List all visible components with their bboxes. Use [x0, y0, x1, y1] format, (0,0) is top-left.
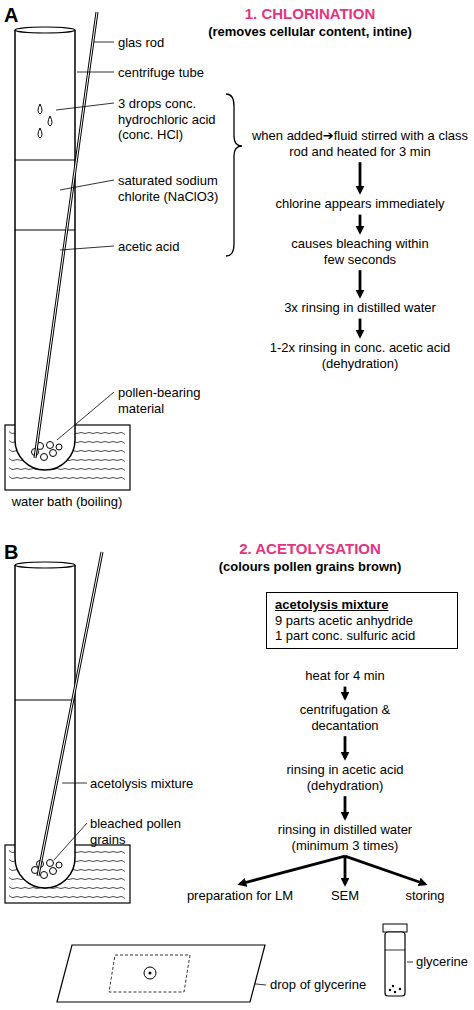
tube-rim	[15, 562, 75, 568]
step-text: heat for 4 min	[270, 668, 420, 684]
cover-area	[109, 955, 190, 992]
leader-lines	[56, 42, 114, 440]
liquid-interface	[15, 160, 75, 161]
step-text: SEM	[320, 888, 370, 904]
part-label: drop of glycerine	[270, 977, 380, 993]
pollen-dots	[389, 985, 401, 993]
step-label: storing	[390, 888, 460, 904]
panel-letter: B	[4, 540, 18, 564]
wave-stroke	[9, 896, 125, 899]
step-detail: 1 part conc. sulfuric acid	[275, 628, 449, 644]
glycerine-drop	[144, 967, 156, 979]
part-label: centrifuge tube	[118, 65, 204, 81]
panel-subheading: (colours pollen grains brown)	[180, 559, 440, 575]
panel-subheading: (removes cellular content, intine)	[180, 24, 440, 40]
part-label: water bath (boiling)	[7, 494, 127, 510]
step-detail: 9 parts acetic anhydride	[275, 613, 449, 629]
step-text: rinsing in acetic acid (dehydration)	[260, 762, 430, 793]
part-label: pollen-bearing material	[118, 385, 228, 416]
flow-arrow	[344, 796, 347, 818]
flow-arrow	[359, 319, 362, 336]
recipe-box: acetolysis mixture9 parts acetic anhydri…	[266, 592, 458, 649]
liquid-interface	[15, 700, 75, 701]
step-label: 3x rinsing in distilled water	[250, 300, 470, 316]
flow-arrow	[345, 856, 425, 884]
part-label: acetic acid	[118, 239, 179, 255]
step-label: acetolysis mixture	[275, 597, 449, 613]
flow-arrow	[359, 215, 362, 232]
step-label: heat for 4 min	[270, 668, 420, 684]
step-label: chlorine appears immediately	[250, 196, 470, 212]
vial-cap	[383, 924, 407, 932]
tube-rim	[15, 27, 75, 33]
step-label: preparation for LM	[175, 888, 305, 904]
step-label: rinsing in acetic acid (dehydration)	[260, 762, 430, 793]
glass-rod-highlight	[35, 12, 97, 458]
flow-arrow	[344, 687, 347, 698]
flow-arrow	[344, 856, 347, 884]
acid-drops	[38, 104, 52, 138]
step-text: preparation for LM	[175, 888, 305, 904]
step-label: centrifugation & decantation	[295, 702, 395, 733]
step-text: causes bleaching within few seconds	[280, 236, 440, 267]
flow-arrow	[359, 162, 362, 192]
microscope-slide	[57, 945, 265, 1002]
part-label: saturated sodium chlorite (NaClO3)	[118, 173, 228, 204]
panel-heading: 1. CHLORINATION	[200, 5, 420, 23]
step-label: 1-2x rinsing in conc. acetic acid (dehyd…	[260, 340, 460, 371]
glass-rod	[35, 12, 97, 458]
part-label: 3 drops conc. hydrochloric acid (conc. H…	[118, 96, 228, 143]
step-label: SEM	[320, 888, 370, 904]
flow-arrow	[359, 270, 362, 296]
step-label: rinsing in distilled water (minimum 3 ti…	[255, 822, 435, 853]
part-label: glycerine	[416, 954, 468, 970]
pollen-grains	[32, 860, 63, 879]
step-text: centrifugation & decantation	[295, 702, 395, 733]
pollen-dot	[149, 972, 152, 975]
step-text: 1-2x rinsing in conc. acetic acid (dehyd…	[260, 340, 460, 371]
part-label: glas rod	[118, 35, 164, 51]
vial	[385, 932, 405, 996]
liquid-interface	[385, 950, 405, 951]
step-label: when added➔fluid stirred with a class ro…	[249, 128, 471, 159]
step-text: 3x rinsing in distilled water	[250, 300, 470, 316]
flow-arrow	[240, 856, 345, 884]
step-text: storing	[390, 888, 460, 904]
wave-stroke	[9, 468, 125, 471]
centrifuge-tube	[15, 30, 75, 470]
panel-heading: 2. ACETOLYSATION	[200, 540, 420, 558]
panel-letter: A	[4, 3, 18, 27]
part-label: acetolysis mixture	[90, 776, 230, 792]
part-label: bleached pollen grains	[90, 816, 200, 847]
bracket	[226, 94, 242, 256]
step-text: rinsing in distilled water (minimum 3 ti…	[255, 822, 435, 853]
flow-arrow	[344, 736, 347, 758]
step-text: chlorine appears immediately	[250, 196, 470, 212]
wave-stroke	[9, 887, 125, 890]
step-text: when added➔fluid stirred with a class ro…	[249, 128, 471, 159]
step-label: causes bleaching within few seconds	[280, 236, 440, 267]
wave-stroke	[9, 477, 125, 480]
